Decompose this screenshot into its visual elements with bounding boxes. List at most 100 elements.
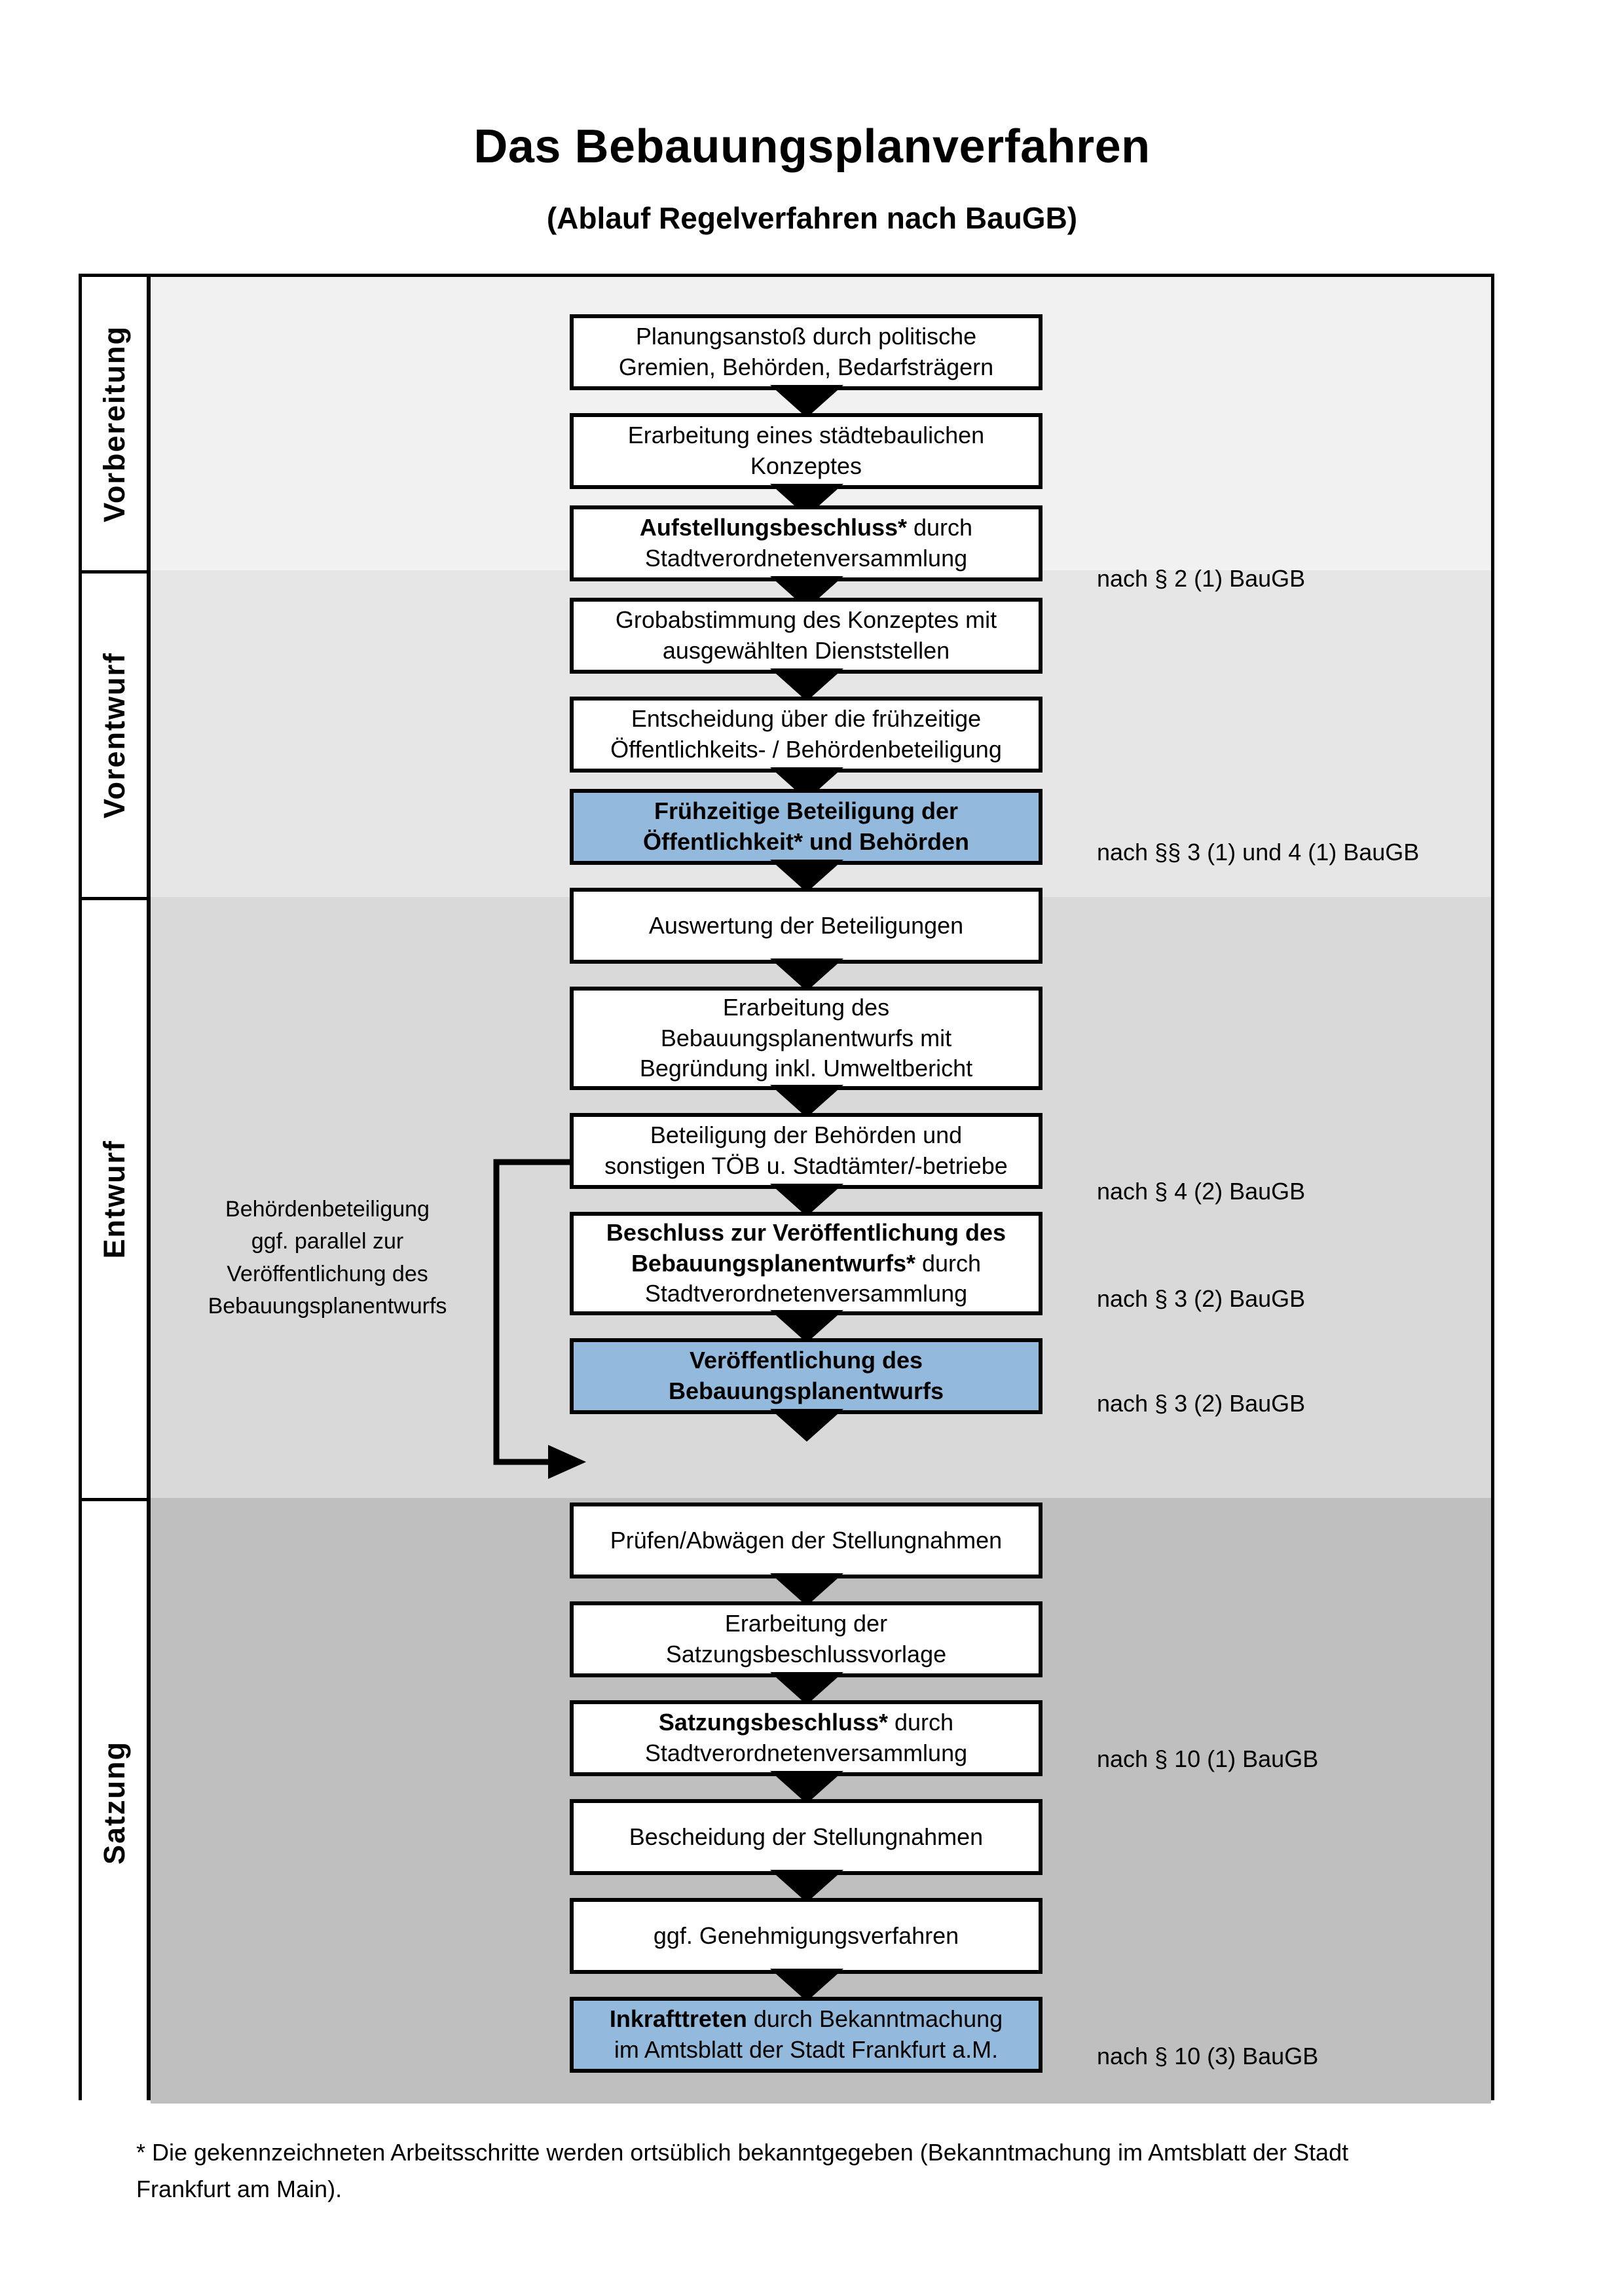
flow-box-text: Erarbeitung der Satzungsbeschlussvorlage xyxy=(666,1609,946,1670)
legal-ref-par3-2b: nach § 3 (2) BauGB xyxy=(1097,1390,1306,1417)
side-note-line: Veröffentlichung des xyxy=(227,1261,428,1286)
flow-box-text: Erarbeitung des Bebauungsplanentwurfs mi… xyxy=(640,993,972,1084)
legal-ref-par10-1: nach § 10 (1) BauGB xyxy=(1097,1745,1319,1772)
flow-box-staedtebauliches-konzept[interactable]: Erarbeitung eines städtebaulichen Konzep… xyxy=(570,413,1043,489)
flow-box-genehmigungsverfahren[interactable]: ggf. Genehmigungsverfahren xyxy=(570,1898,1043,1974)
page-title: Das Bebauungsplanverfahren xyxy=(473,120,1151,173)
legal-ref-par3-4-1: nach §§ 3 (1) und 4 (1) BauGB xyxy=(1097,839,1420,866)
flow-box-line: Bebauungsplanentwurfs xyxy=(668,1377,944,1404)
flow-box-text: Auswertung der Beteiligungen xyxy=(649,911,963,941)
flow-box-inkrafttreten[interactable]: Inkrafttreten durch Bekanntmachung im Am… xyxy=(570,1997,1043,2073)
flow-box-line: Gremien, Behörden, Bedarfsträgern xyxy=(618,354,994,380)
flow-box-text: Erarbeitung eines städtebaulichen Konzep… xyxy=(628,420,984,482)
flow-box-text: Aufstellungsbeschluss* durch Stadtverord… xyxy=(640,513,972,574)
flow-box-rest: durch xyxy=(888,1709,954,1736)
flow-box-text: ggf. Genehmigungsverfahren xyxy=(654,1921,959,1952)
flow-box-line: Veröffentlichung des xyxy=(689,1347,923,1374)
legal-ref-par10-3: nach § 10 (3) BauGB xyxy=(1097,2043,1319,2069)
flow-box-line: Bescheidung der Stellungnahmen xyxy=(629,1823,984,1850)
flow-box-satzungsbeschlussvorlage[interactable]: Erarbeitung der Satzungsbeschlussvorlage xyxy=(570,1601,1043,1677)
flow-box-bold: Aufstellungsbeschluss* xyxy=(639,514,908,541)
flow-box-line: Beschluss zur Veröffentlichung des xyxy=(606,1218,1006,1248)
flow-box-line: Entscheidung über die frühzeitige xyxy=(631,705,982,733)
flow-box-auswertung-beteiligungen[interactable]: Auswertung der Beteiligungen xyxy=(570,888,1043,964)
title-block: Das Bebauungsplanverfahren (Ablauf Regel… xyxy=(0,0,1624,235)
flow-box-text: Beteiligung der Behörden und sonstigen T… xyxy=(604,1120,1008,1182)
flow-box-line: ausgewählten Dienststellen xyxy=(662,637,950,664)
flow-box-line: Konzeptes xyxy=(750,452,862,479)
flow-box-fruehzeitige-beteiligung[interactable]: Frühzeitige Beteiligung der Öffentlichke… xyxy=(570,789,1043,865)
flow-box-line: Bebauungsplanentwurfs mit xyxy=(660,1024,952,1051)
side-note-line: ggf. parallel zur xyxy=(251,1229,404,1254)
flow-box-rest: durch xyxy=(907,514,973,541)
flow-box-rest: durch xyxy=(915,1249,982,1277)
flow-box-pruefen-abwaegen[interactable]: Prüfen/Abwägen der Stellungnahmen xyxy=(570,1503,1043,1578)
flow-box-line: Stadtverordnetenversammlung xyxy=(644,545,968,572)
flow-box-line: sonstigen TÖB u. Stadtämter/-betriebe xyxy=(604,1152,1008,1179)
flow-box-aufstellungsbeschluss[interactable]: Aufstellungsbeschluss* durch Stadtverord… xyxy=(570,505,1043,581)
arrow-down-icon xyxy=(770,958,843,991)
side-note-line: Behördenbeteiligung xyxy=(225,1197,430,1222)
arrow-down-icon xyxy=(770,1184,843,1216)
flow-box-line: Satzungsbeschlussvorlage xyxy=(665,1641,947,1667)
flow-box-text: Bescheidung der Stellungnahmen xyxy=(629,1822,983,1853)
flow-box-line: Stadtverordnetenversammlung xyxy=(644,1280,968,1307)
flow-box-bold: Satzungsbeschluss* xyxy=(658,1709,889,1736)
flow-box-line: Öffentlichkeits- / Behördenbeteiligung xyxy=(610,736,1002,763)
flow-box-line: Erarbeitung des xyxy=(722,993,890,1021)
side-note-line: Bebauungsplanentwurfs xyxy=(208,1293,447,1319)
flow-box-line: Grobabstimmung des Konzeptes mit xyxy=(615,606,997,634)
arrow-down-icon xyxy=(770,1085,843,1118)
flow-box-grobabstimmung[interactable]: Grobabstimmung des Konzeptes mit ausgewä… xyxy=(570,598,1043,674)
flow-box-line: Beteiligung der Behörden und xyxy=(650,1121,963,1149)
arrow-down-icon xyxy=(770,385,843,418)
arrow-down-icon xyxy=(770,1672,843,1705)
flow-box-planungsanstoss[interactable]: Planungsanstoß durch politische Gremien,… xyxy=(570,314,1043,390)
flow-box-veroeffentlichung-bplan[interactable]: Veröffentlichung des Bebauungsplanentwur… xyxy=(570,1338,1043,1414)
footnote: * Die gekennzeichneten Arbeitsschritte w… xyxy=(136,2134,1485,2208)
flow-box-text: Frühzeitige Beteiligung der Öffentlichke… xyxy=(643,796,969,858)
flow-box-beschluss-veroeffentlichung[interactable]: Beschluss zur Veröffentlichung des Bebau… xyxy=(570,1212,1043,1315)
flow-box-bescheidung-stellungnahmen[interactable]: Bescheidung der Stellungnahmen xyxy=(570,1799,1043,1875)
arrow-down-icon xyxy=(770,1573,843,1606)
flow-box-erarbeitung-bplan-entwurf[interactable]: Erarbeitung des Bebauungsplanentwurfs mi… xyxy=(570,987,1043,1090)
flow-box-line: Auswertung der Beteiligungen xyxy=(648,911,964,939)
legal-ref-par4-2: nach § 4 (2) BauGB xyxy=(1097,1178,1306,1205)
flow-box-line: Prüfen/Abwägen der Stellungnahmen xyxy=(610,1526,1003,1554)
phase-label-text: Vorbereitung xyxy=(97,325,131,522)
flow-box-line: ggf. Genehmigungsverfahren xyxy=(653,1922,959,1949)
flow-box-text: Planungsanstoß durch politische Gremien,… xyxy=(619,321,993,383)
arrow-down-icon xyxy=(770,668,843,701)
flow-box-text: Beschluss zur Veröffentlichung des Bebau… xyxy=(606,1218,1006,1309)
flow-box-line: Satzungsbeschluss* durch xyxy=(645,1707,967,1738)
arrow-down-icon xyxy=(770,1409,843,1442)
flow-box-line: Öffentlichkeit* und Behörden xyxy=(642,828,970,855)
phase-label-vorentwurf: Vorentwurf xyxy=(82,570,147,897)
flow-box-line: Erarbeitung eines städtebaulichen xyxy=(627,422,985,449)
phase-column-divider xyxy=(147,277,151,2097)
arrow-down-icon xyxy=(770,1870,843,1903)
flow-box-line: Aufstellungsbeschluss* durch xyxy=(640,513,972,543)
legal-ref-par3-2a: nach § 3 (2) BauGB xyxy=(1097,1285,1306,1312)
flow-box-satzungsbeschluss[interactable]: Satzungsbeschluss* durch Stadtverordnete… xyxy=(570,1700,1043,1776)
page-subtitle: (Ablauf Regelverfahren nach BauGB) xyxy=(546,201,1078,236)
flowchart-frame: Vorbereitung Vorentwurf Entwurf Satzung … xyxy=(79,274,1494,2104)
flow-box-beteiligung-behoerden-toeb[interactable]: Beteiligung der Behörden und sonstigen T… xyxy=(570,1113,1043,1189)
flow-box-rest: durch Bekanntmachung xyxy=(747,2005,1003,2033)
flow-box-entscheidung-fruehzeitige[interactable]: Entscheidung über die frühzeitige Öffent… xyxy=(570,697,1043,773)
flow-box-line: Stadtverordnetenversammlung xyxy=(644,1740,968,1766)
phase-label-vorbereitung: Vorbereitung xyxy=(82,277,147,570)
flow-box-text: Satzungsbeschluss* durch Stadtverordnete… xyxy=(645,1707,967,1769)
phase-label-entwurf: Entwurf xyxy=(82,897,147,1498)
phase-label-text: Entwurf xyxy=(97,1139,131,1259)
phase-label-text: Vorentwurf xyxy=(97,651,131,819)
arrow-down-icon xyxy=(770,1969,843,2001)
flow-box-text: Inkrafttreten durch Bekanntmachung im Am… xyxy=(610,2004,1003,2066)
flow-box-bold: Beschluss zur Veröffentlichung des xyxy=(606,1218,1006,1246)
flow-box-bold: Inkrafttreten xyxy=(609,2005,747,2033)
flow-box-line: Erarbeitung der xyxy=(724,1610,888,1637)
flow-box-text: Grobabstimmung des Konzeptes mit ausgewä… xyxy=(616,605,997,666)
flow-box-line: Frühzeitige Beteiligung der xyxy=(654,797,959,825)
flow-box-text: Prüfen/Abwägen der Stellungnahmen xyxy=(610,1525,1002,1556)
flow-box-text: Veröffentlichung des Bebauungsplanentwur… xyxy=(669,1345,944,1407)
